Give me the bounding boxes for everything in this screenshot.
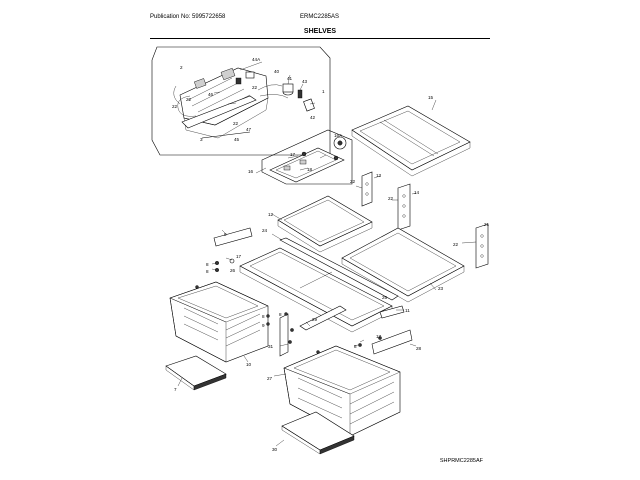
callout-30: 30 [272,447,278,452]
glass-shelf-15 [351,99,471,177]
crisper-cover-24 [239,233,405,333]
callout-25: 25 [382,295,388,300]
callout-8: 8 [206,262,209,267]
callout-10: 10 [246,362,252,367]
crisper-tray-30 [275,411,355,455]
callout-18: 18 [307,167,313,172]
publication-number: Publication No: 5995722658 [150,14,226,20]
crisper-drawer-10 [169,281,270,363]
callout-3: 3 [200,137,203,142]
callout-17: 17 [376,334,382,339]
callout-22: 22 [388,196,394,201]
callout-27: 27 [267,376,273,381]
glass-shelf-12 [271,195,373,253]
callout-1: 1 [322,89,325,94]
callout-13: 13 [376,173,382,178]
callout-15: 15 [428,95,434,100]
title-rule [150,38,490,39]
callout-43: 43 [302,79,308,84]
callout-8: 8 [279,312,282,317]
callout-16: 16 [248,169,254,174]
callout-26: 26 [230,268,236,273]
callout-9: 9 [262,323,265,328]
shelf-bracket-16 [255,129,353,185]
crisper-tray-7 [165,355,227,391]
shelf-rail-13-14 [355,171,417,231]
callout-40: 40 [274,69,280,74]
diagram-code: SHPRMC2285AF [439,458,483,464]
callout-17: 17 [236,254,242,259]
callout-11: 11 [405,308,410,313]
callout-2: 2 [180,65,183,70]
glass-shelf-23 [341,223,489,303]
callout-17: 17 [290,152,296,157]
callout-22: 22 [453,242,459,247]
callout-45: 45 [234,137,240,142]
callout-8: 8 [206,269,209,274]
drawer-rail-9 [211,227,253,273]
diagram-title: SHELVES [303,28,337,35]
drawer-rail-28 [353,329,417,355]
callout-7: 7 [174,387,177,392]
callout-8: 8 [262,314,265,319]
callout-22: 22 [233,121,239,126]
callout-22: 22 [252,85,258,90]
callout-9: 9 [224,232,227,237]
callout-16a: 16A [334,133,343,138]
callout-46: 46 [208,92,214,97]
callout-8: 8 [354,344,357,349]
callout-28: 28 [416,346,422,351]
callout-22: 22 [186,97,192,102]
callout-42: 42 [310,115,316,120]
callout-23: 23 [438,286,444,291]
callout-47: 47 [246,127,252,132]
callout-31: 31 [268,344,274,349]
callout-29: 29 [312,317,318,322]
callout-12: 12 [268,212,274,217]
callout-21: 21 [484,222,490,227]
callout-44a: 44A [252,57,261,62]
callout-41: 41 [287,76,293,81]
control-housing-inset [151,46,331,156]
callout-22: 22 [350,179,356,184]
model-number: ERMC2285AS [300,14,340,20]
callout-14: 14 [414,190,420,195]
drawer-divider-29 [279,305,347,357]
callout-22: 22 [172,104,178,109]
callout-24: 24 [262,228,268,233]
